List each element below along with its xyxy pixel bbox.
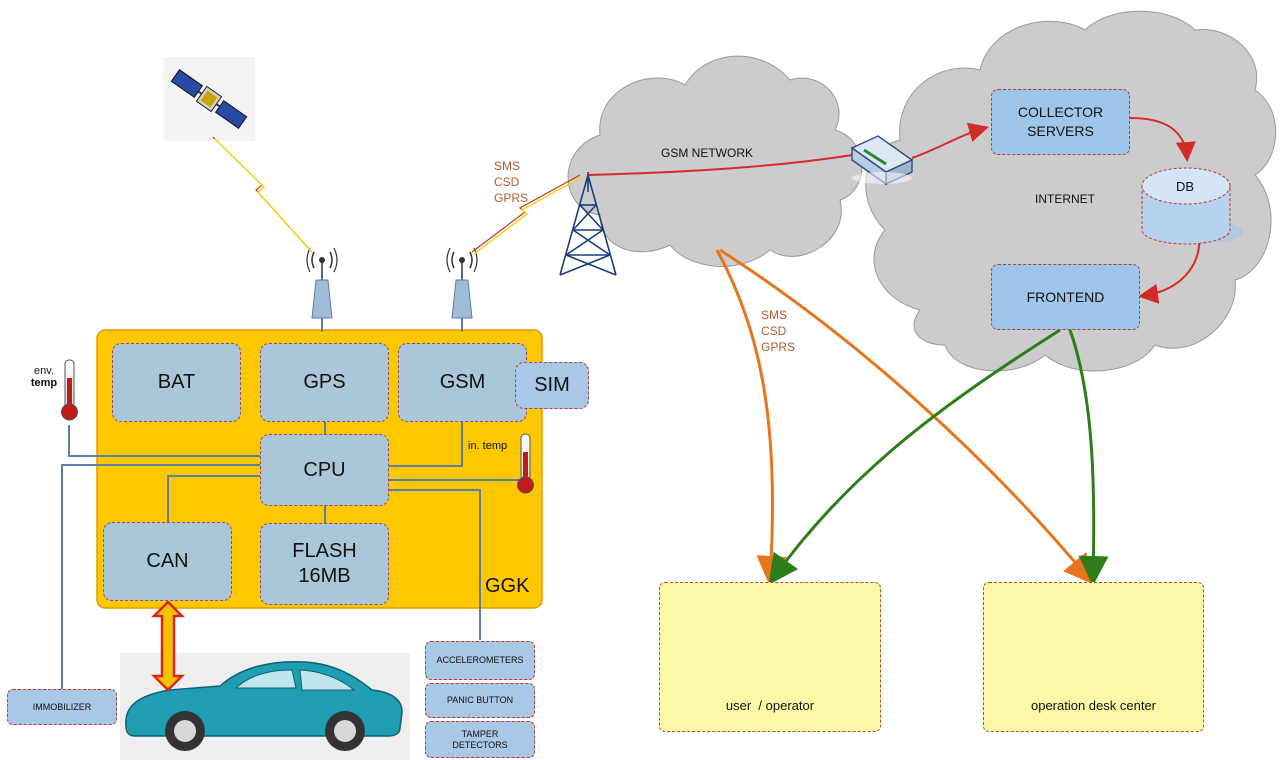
frontend-to-desk-link: [1068, 329, 1109, 586]
env-temp-line1: env.: [34, 365, 54, 377]
operation-desk-box: operation desk center: [983, 582, 1204, 732]
sim-module: SIM: [515, 362, 589, 409]
sms-to-user-link: [715, 249, 787, 586]
internet-label: INTERNET: [1035, 192, 1095, 206]
user-operator-box: user / operator: [659, 582, 881, 732]
collector-servers-box: COLLECTOR SERVERS: [991, 89, 1130, 155]
env-thermometer-icon: [61, 359, 78, 421]
gsm-antenna-icon: [446, 247, 478, 332]
flash-size-label: 16MB: [298, 565, 351, 587]
in-temp-label: in. temp: [468, 440, 508, 452]
can-car-arrow: [150, 600, 186, 692]
flash-label: FLASH: [292, 540, 357, 562]
collector-to-db-link: [1129, 117, 1196, 162]
can-module: CAN: [103, 522, 232, 601]
immobilizer-box: IMMOBILIZER: [7, 689, 117, 725]
db-icon: [1141, 167, 1243, 245]
gsm-radio-link: [471, 174, 583, 255]
device-wiring: [61, 422, 522, 690]
device-name: GGK: [485, 575, 530, 597]
operation-desk-label: operation desk center: [1030, 698, 1157, 713]
can-label: CAN: [146, 550, 189, 572]
db-label: DB: [1176, 179, 1195, 194]
gps-label: GPS: [303, 371, 346, 393]
in-thermometer-icon: [517, 433, 534, 494]
frontend-box: FRONTEND: [991, 264, 1140, 330]
sim-label: SIM: [534, 374, 570, 396]
env-temp-line2: temp: [30, 377, 58, 389]
gsm-network-cloud: [567, 55, 863, 267]
frontend-to-user-link: [768, 328, 1061, 585]
satellite-link: [212, 136, 313, 253]
internet-cloud: [865, 10, 1277, 372]
router-icon: [850, 135, 914, 186]
user-operator-label: user / operator: [725, 698, 815, 713]
sms-to-desk-link: [719, 248, 1094, 585]
satellite-icon: [163, 57, 255, 141]
gsm-label: GSM: [439, 371, 486, 393]
protocols-lower-label: SMS CSD GPRS: [761, 308, 796, 354]
cpu-module: CPU: [260, 434, 389, 506]
cell-tower-icon: [559, 172, 617, 276]
router-to-collector-link: [911, 122, 989, 159]
tamper-label: TAMPER: [461, 728, 499, 739]
accelerometers-label: ACCELEROMETERS: [436, 655, 524, 665]
protocols-upper-label: SMS CSD GPRS: [494, 159, 529, 205]
immobilizer-label: IMMOBILIZER: [32, 701, 92, 712]
cpu-label: CPU: [303, 458, 346, 481]
gps-antenna-icon: [306, 247, 338, 332]
env-temp-label: env. temp: [26, 365, 62, 389]
detectors-label: DETECTORS: [452, 739, 508, 750]
collector-label: COLLECTOR: [1017, 104, 1104, 120]
panic-button-box: PANIC BUTTON: [425, 683, 535, 718]
servers-label: SERVERS: [1027, 123, 1094, 139]
gsm-module: GSM: [398, 343, 527, 422]
gps-module: GPS: [260, 343, 389, 422]
flash-module: FLASH 16MB: [260, 523, 389, 605]
bat-module: BAT: [112, 343, 241, 422]
frontend-label: FRONTEND: [1026, 288, 1105, 305]
tamper-detectors-box: TAMPER DETECTORS: [425, 721, 535, 758]
accelerometers-box: ACCELEROMETERS: [425, 641, 535, 680]
bat-label: BAT: [157, 371, 196, 393]
gsm-to-router-link: [587, 154, 853, 176]
gsm-network-label: GSM NETWORK: [661, 146, 753, 160]
panic-button-label: PANIC BUTTON: [446, 695, 514, 705]
